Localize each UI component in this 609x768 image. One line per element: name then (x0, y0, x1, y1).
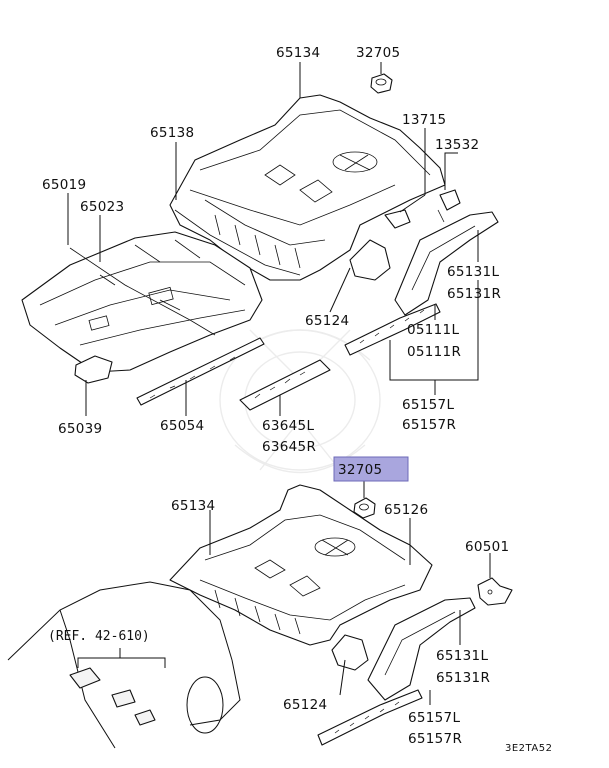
leader-lines (67, 62, 491, 705)
harness-bracket-part[interactable] (384, 209, 411, 229)
label-lower-floor[interactable]: 65134 (171, 498, 215, 514)
lower-bracket-part[interactable] (477, 577, 513, 606)
rear-member-part[interactable] (394, 211, 499, 316)
upper-nut-part[interactable] (370, 73, 393, 94)
label-reinf-r[interactable]: 63645R (262, 439, 316, 455)
part-labels: 65134 32705 65138 13715 13532 65019 6502… (42, 45, 552, 754)
label-highlighted-nut[interactable]: 32705 (338, 462, 382, 478)
label-sill[interactable]: 65054 (160, 418, 204, 434)
rear-support-part[interactable] (349, 239, 391, 281)
label-upper-floor-side[interactable]: 65138 (150, 125, 194, 141)
front-bracket-part[interactable] (74, 355, 113, 384)
label-lower-crossmember[interactable]: 65126 (384, 502, 428, 518)
label-ext-r[interactable]: 65157R (402, 417, 456, 433)
label-plate-r[interactable]: 05111R (407, 344, 461, 360)
label-lower-member-l[interactable]: 65131L (436, 648, 488, 664)
reinforcing-plate-part[interactable] (344, 303, 441, 356)
reference-vehicle-outline (7, 581, 241, 749)
label-lower-member-r[interactable]: 65131R (436, 670, 490, 686)
label-rear-member-l[interactable]: 65131L (447, 264, 499, 280)
label-lower-bracket[interactable]: 60501 (465, 539, 509, 555)
upper-rear-floor[interactable] (169, 94, 446, 281)
label-reinf-l[interactable]: 63645L (262, 418, 314, 434)
label-front-floor-b[interactable]: 65023 (80, 199, 124, 215)
reinforcement-part[interactable] (239, 359, 331, 411)
label-lower-ext-l[interactable]: 65157L (408, 710, 460, 726)
label-upper-nut[interactable]: 32705 (356, 45, 400, 61)
watermark-emblem (219, 329, 381, 474)
label-harness-bracket[interactable]: 13715 (402, 112, 446, 128)
label-lower-support[interactable]: 65124 (283, 697, 327, 713)
lower-extension-part[interactable] (317, 689, 423, 746)
label-front-bracket[interactable]: 65039 (58, 421, 102, 437)
highlight-box (333, 456, 409, 482)
label-lower-ext-r[interactable]: 65157R (408, 731, 462, 747)
lower-rear-member-part[interactable] (367, 597, 476, 701)
label-ext-l[interactable]: 65157L (402, 397, 454, 413)
lower-nut-part[interactable] (353, 497, 376, 519)
drawing-code: 3E2TA52 (505, 743, 552, 754)
label-ref-note: (REF. 42-610) (48, 629, 150, 644)
label-rear-support[interactable]: 65124 (305, 313, 349, 329)
side-sill-part[interactable] (136, 337, 265, 406)
clip-part[interactable] (437, 189, 461, 223)
lower-support-part[interactable] (331, 634, 369, 671)
label-plate-l[interactable]: 05111L (407, 322, 459, 338)
label-rear-member-r[interactable]: 65131R (447, 286, 501, 302)
lower-rear-floor[interactable] (169, 484, 433, 646)
label-clip[interactable]: 13532 (435, 137, 479, 153)
front-floor-pan[interactable] (21, 231, 263, 373)
label-front-floor-a[interactable]: 65019 (42, 177, 86, 193)
label-upper-floor-top[interactable]: 65134 (276, 45, 320, 61)
